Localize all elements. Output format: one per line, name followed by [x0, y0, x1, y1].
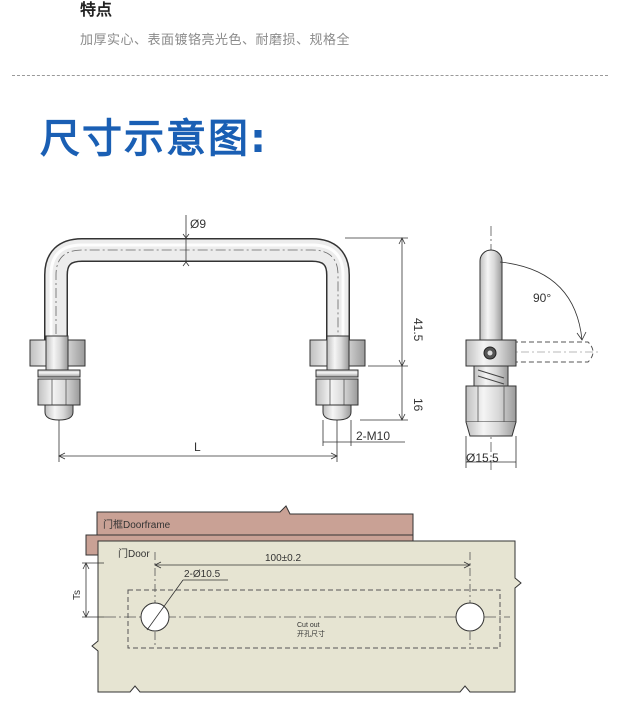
mounting-diagram: 门框Doorframe 门Door 100±0.2 2-Ø10.5 Ts Cut… [72, 505, 522, 693]
handle-bar-outline [44, 238, 350, 355]
diameter-label: Ø9 [190, 217, 206, 231]
mounting-hole-right [455, 602, 485, 632]
handle-bar [45, 239, 349, 355]
base-diameter-label: Ø15.5 [466, 451, 499, 465]
hole-spec-label: 2-Ø10.5 [184, 569, 221, 580]
nut-height-label: 16 [411, 398, 425, 412]
divider [12, 75, 608, 76]
front-view: Ø9 41.5 16 2-M10 L [29, 215, 425, 462]
side-bar [479, 249, 503, 351]
doorframe-label: 门框Doorframe [103, 518, 171, 531]
door-label: 门Door [118, 547, 150, 560]
section-title: 尺寸示意图: [40, 116, 268, 162]
mounting-hole-left [140, 602, 170, 632]
angle-label: 90° [533, 291, 551, 305]
left-washer [37, 369, 81, 378]
length-label: L [194, 440, 201, 454]
height-label: 41.5 [411, 318, 425, 342]
side-view: 90° Ø15.5 [465, 226, 600, 470]
left-nut [37, 378, 81, 406]
door-plate [91, 540, 522, 693]
features-description: 加厚实心、表面镀铬亮光色、耐磨损、规格全 [80, 33, 351, 48]
side-nut [465, 385, 517, 423]
right-washer [315, 369, 359, 378]
hole-spacing-label: 100±0.2 [265, 553, 302, 564]
cutout-label-en: Cut out [297, 622, 320, 629]
right-nut [315, 378, 359, 406]
thread-label: 2-M10 [356, 429, 390, 443]
cutout-label-cn: 开孔尺寸 [297, 629, 325, 638]
features-title: 特点 [80, 0, 113, 19]
ts-label: Ts [72, 590, 83, 600]
cutout-outline [127, 589, 501, 649]
